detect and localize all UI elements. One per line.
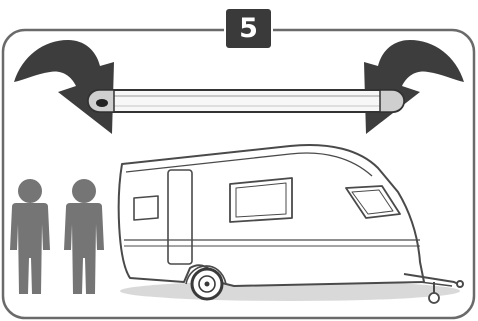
caravan <box>119 145 463 303</box>
caravan-body <box>119 145 424 286</box>
person-figure <box>64 179 104 294</box>
awning-rail <box>88 90 404 112</box>
jockey-wheel <box>429 293 439 303</box>
person-figure <box>10 179 50 294</box>
left-curved-arrow-icon <box>14 40 114 134</box>
right-curved-arrow-icon <box>364 40 464 134</box>
caravan-wheel <box>192 269 222 299</box>
step-number-badge: 5 <box>224 7 273 50</box>
